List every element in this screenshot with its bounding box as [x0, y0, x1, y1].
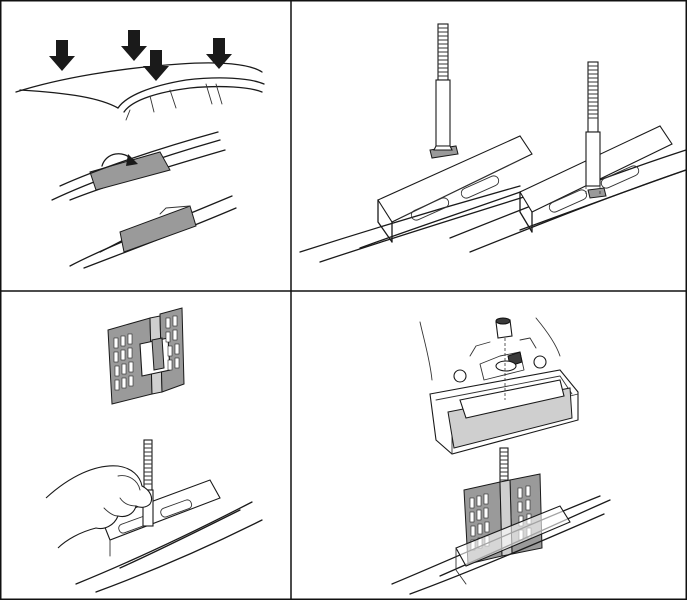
down-arrow-icon — [49, 40, 75, 71]
panel-2 — [299, 23, 687, 263]
down-arrow-icon — [143, 50, 169, 81]
rail — [75, 501, 263, 593]
adhesive-tape — [119, 205, 197, 253]
bolt-right — [585, 61, 607, 199]
car-roof — [15, 62, 265, 121]
window-outline — [419, 321, 433, 381]
roof-foot — [429, 337, 579, 455]
roof-rail-upper — [51, 131, 226, 201]
rail — [391, 495, 611, 595]
rotate-arrow-icon-head — [126, 154, 138, 166]
rail-channel-left — [377, 135, 533, 243]
down-arrow-icon — [206, 38, 232, 69]
nut — [495, 317, 513, 339]
bolt-left — [429, 23, 459, 159]
hand — [45, 465, 153, 549]
panel-4 — [391, 317, 611, 595]
panel-3 — [45, 307, 263, 593]
down-arrow-icon — [121, 30, 147, 61]
rail-channel — [101, 479, 221, 557]
panel-1 — [15, 30, 265, 269]
adhesive-tape — [89, 151, 171, 191]
rubber-pad — [107, 307, 185, 405]
roof-rail-lower — [69, 195, 237, 269]
bolt — [142, 439, 154, 527]
